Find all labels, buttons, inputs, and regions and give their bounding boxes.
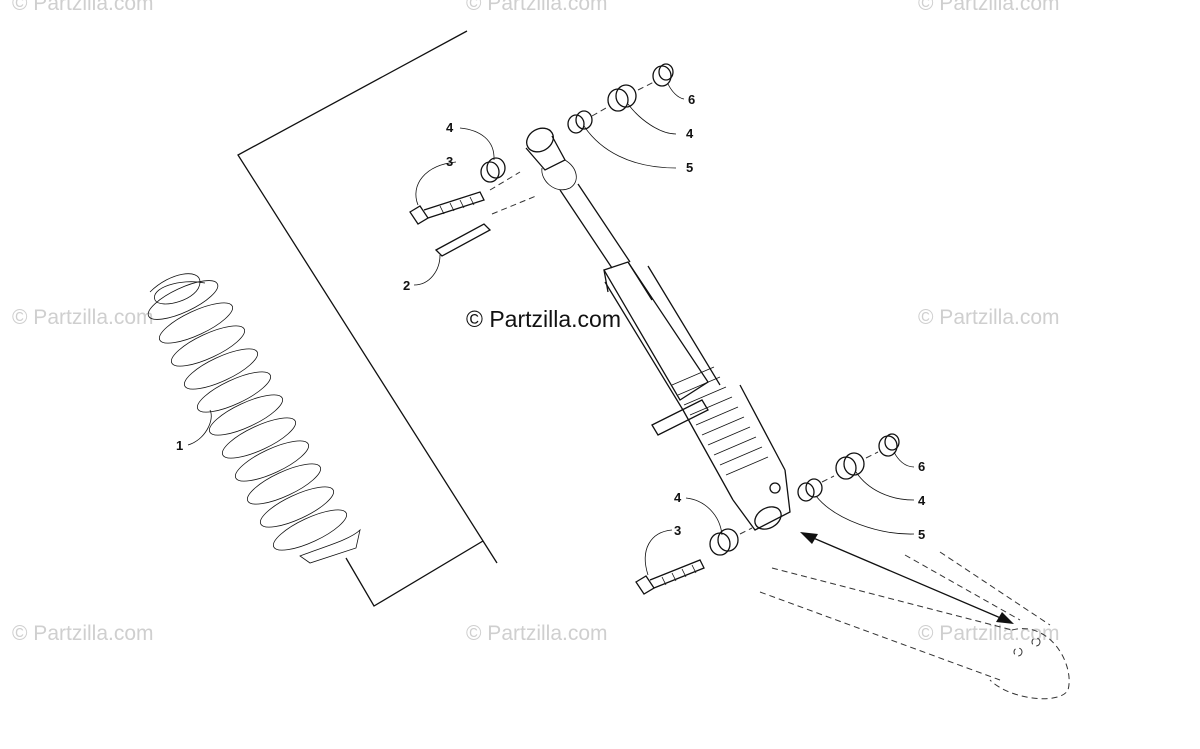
- assembly-line: [489, 171, 521, 191]
- callout-upper-left-bushing: 4: [446, 120, 454, 135]
- watermark: © Partzilla.com: [918, 306, 1060, 329]
- watermark: © Partzilla.com: [918, 0, 1060, 15]
- callout-lower-cap: 6: [918, 459, 925, 474]
- suspension-a-arm: [759, 551, 1070, 700]
- leader-lines: [187, 83, 915, 576]
- callout-lower-right-bushing: 4: [918, 493, 926, 508]
- upper-bolt: [409, 191, 485, 225]
- cotter-pin: [434, 223, 492, 257]
- callout-pin: 2: [403, 278, 410, 293]
- upper-cap: [652, 63, 674, 87]
- callout-upper-right-bushing: 4: [686, 126, 694, 141]
- upper-sleeve: [567, 110, 593, 134]
- coil-spring: [147, 273, 361, 564]
- assembly-line: [591, 107, 607, 117]
- assembly-line: [637, 81, 655, 91]
- lower-left-bushing: [709, 528, 739, 556]
- assembly-line: [865, 451, 879, 459]
- lower-right-bushing: [835, 452, 865, 480]
- spring-frame: [237, 30, 498, 607]
- assembly-line: [491, 195, 537, 215]
- lower-cap: [878, 433, 900, 457]
- upper-left-bushing: [480, 157, 506, 183]
- lower-sleeve: [797, 478, 823, 502]
- watermark: © Partzilla.com: [12, 0, 154, 15]
- callout-lower-left-bushing: 4: [674, 490, 682, 505]
- brand-watermark: © Partzilla.com: [466, 306, 621, 332]
- callout-lower-sleeve: 5: [918, 527, 925, 542]
- upper-right-bushing: [607, 84, 637, 112]
- callout-upper-bolt: 3: [446, 154, 453, 169]
- callout-upper-sleeve: 5: [686, 160, 693, 175]
- shock-absorber: [525, 127, 791, 531]
- callout-upper-cap: 6: [688, 92, 695, 107]
- watermark: © Partzilla.com: [12, 622, 154, 645]
- watermark: © Partzilla.com: [466, 0, 608, 15]
- mounting-arrow: [800, 532, 1014, 624]
- lower-bolt: [635, 559, 705, 595]
- assembly-line: [821, 475, 835, 483]
- watermark: © Partzilla.com: [918, 622, 1060, 645]
- assembly-line: [739, 527, 753, 535]
- watermark: © Partzilla.com: [466, 622, 608, 645]
- callout-spring: 1: [176, 438, 183, 453]
- watermark: © Partzilla.com: [12, 306, 154, 329]
- callout-lower-bolt: 3: [674, 523, 681, 538]
